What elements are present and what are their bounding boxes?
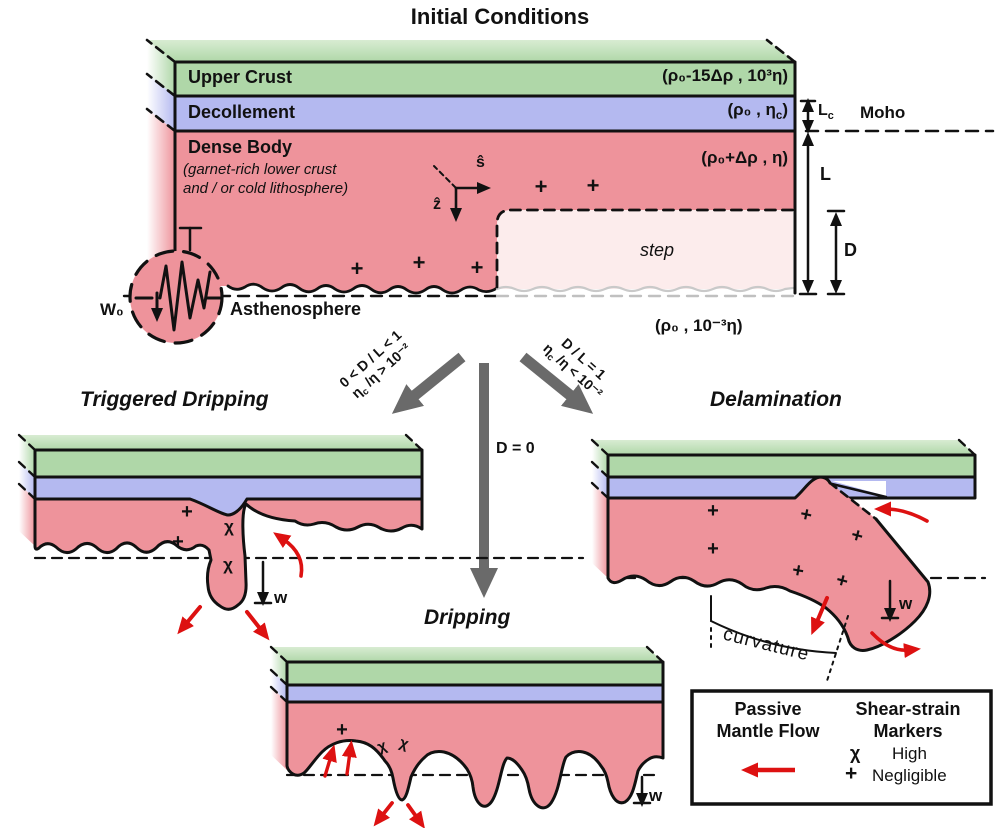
dripping-decollement bbox=[285, 683, 665, 704]
dense-body-props: (ρ₀+Δρ , η) bbox=[701, 148, 788, 167]
w0-perturbation-magnifier bbox=[128, 226, 224, 345]
delamination-dense-body bbox=[608, 477, 930, 651]
legend-negligible-icon: + bbox=[845, 762, 858, 785]
branch-arrows bbox=[391, 352, 594, 598]
delamination-mantle-flow-arrow-top bbox=[874, 501, 929, 523]
upper-crust-props: (ρ₀-15Δρ , 10³η) bbox=[662, 66, 788, 85]
decollement-label: Decollement bbox=[188, 102, 296, 122]
step-label: step bbox=[640, 240, 675, 260]
dripping-drip-arrow-left bbox=[373, 801, 394, 827]
legend-negligible-label: Negligible bbox=[872, 766, 947, 785]
initial-top-face bbox=[147, 40, 795, 62]
strain-marker-negligible: + bbox=[707, 500, 719, 522]
triggered-dripping-block bbox=[17, 433, 585, 641]
branch-center-condition: D = 0 bbox=[496, 440, 535, 457]
strain-marker-negligible: + bbox=[350, 256, 364, 281]
strain-marker-negligible: + bbox=[412, 250, 426, 275]
strain-marker-negligible: + bbox=[586, 173, 600, 198]
legend-high-icon: χ bbox=[850, 743, 861, 763]
legend-high-label: High bbox=[892, 744, 927, 763]
dripping-drip-arrow-right bbox=[406, 803, 425, 828]
decollement-peel-gap bbox=[832, 481, 886, 496]
strain-marker-negligible: + bbox=[798, 503, 815, 527]
triggered-drip-arrow-left bbox=[177, 605, 202, 635]
legend-passive-line1: Passive bbox=[734, 699, 802, 719]
triggered-decollement bbox=[33, 475, 424, 517]
legend-passive-line2: Mantle Flow bbox=[716, 721, 820, 741]
strain-marker-negligible: + bbox=[470, 255, 484, 280]
step-dashed-outline bbox=[495, 208, 795, 289]
dripping-title: Dripping bbox=[424, 606, 511, 629]
strain-marker-high: χ bbox=[224, 517, 234, 536]
initial-block bbox=[122, 38, 995, 345]
dimension-annotations bbox=[798, 98, 995, 296]
triggered-upper-crust bbox=[33, 448, 424, 479]
coordinate-axes bbox=[433, 165, 491, 222]
delamination-upper-crust bbox=[606, 453, 977, 479]
upper-crust-layer bbox=[173, 60, 797, 98]
triggered-w-label: w bbox=[274, 588, 288, 607]
delamination-decollement bbox=[606, 475, 977, 500]
delamination-sinking-arrow bbox=[811, 596, 829, 636]
asthenosphere-label: Asthenosphere bbox=[230, 299, 362, 319]
dense-body-sub1: (garnet-rich lower crust bbox=[183, 161, 337, 178]
delamination-rotation-arrow bbox=[870, 631, 921, 658]
page-title: Initial Conditions bbox=[410, 4, 590, 29]
dripping-upper-crust bbox=[285, 660, 665, 687]
asthenosphere-props: (ρ₀ , 10⁻³η) bbox=[655, 316, 743, 335]
delamination-w-label: w bbox=[899, 594, 913, 613]
dense-body-sub2: and / or cold lithosphere) bbox=[183, 180, 349, 197]
dripping-w-label: w bbox=[649, 786, 663, 805]
triggered-mantle-flow-arrow bbox=[273, 532, 304, 578]
legend-box bbox=[690, 689, 993, 806]
strain-marker-negligible: + bbox=[181, 501, 193, 523]
lc-dim-label: Lc bbox=[818, 102, 834, 122]
triggered-dripping-title: Triggered Dripping bbox=[80, 388, 269, 411]
strain-marker-negligible: + bbox=[336, 719, 348, 741]
dense-body-layer bbox=[175, 131, 795, 293]
triggered-drip-arrow-right bbox=[245, 610, 270, 641]
step-base-wavy bbox=[495, 285, 795, 293]
decollement-layer bbox=[173, 94, 797, 133]
d-dim-label: D bbox=[844, 240, 857, 260]
triggered-dense-body bbox=[33, 497, 424, 611]
s-axis-label: ŝ bbox=[476, 154, 485, 171]
delamination-block bbox=[590, 438, 987, 685]
legend-shear-line1: Shear-strain bbox=[855, 699, 961, 719]
w0-label: W₀ bbox=[100, 300, 124, 319]
dripping-block bbox=[269, 645, 665, 828]
dripping-upwelling-arrow-1 bbox=[322, 744, 337, 778]
strain-marker-negligible: + bbox=[534, 174, 548, 199]
dripping-dense-body bbox=[285, 700, 665, 810]
l-dim-label: L bbox=[820, 164, 831, 184]
strain-marker-negligible: + bbox=[707, 538, 719, 560]
flap-detachment-dashed-edge bbox=[828, 481, 878, 521]
decollement-props: (ρ₀ , ηc) bbox=[727, 100, 789, 123]
dense-body-label: Dense Body bbox=[188, 137, 293, 157]
moho-label: Moho bbox=[860, 103, 906, 122]
delamination-title: Delamination bbox=[710, 388, 842, 411]
branch-arrow-right bbox=[519, 352, 594, 414]
curvature-bracket bbox=[710, 595, 849, 685]
strain-marker-negligible: + bbox=[790, 559, 806, 583]
dripping-upwelling-arrow-2 bbox=[341, 740, 357, 776]
strain-marker-negligible: + bbox=[172, 531, 184, 553]
asthenosphere-interface-wavy bbox=[226, 282, 499, 295]
legend-shear-line2: Markers bbox=[873, 721, 943, 741]
step-region bbox=[497, 210, 793, 289]
upper-crust-label: Upper Crust bbox=[188, 67, 293, 87]
strain-marker-high: χ bbox=[223, 555, 233, 574]
branch-arrow-left bbox=[391, 352, 466, 414]
z-axis-label: ẑ bbox=[433, 196, 441, 213]
